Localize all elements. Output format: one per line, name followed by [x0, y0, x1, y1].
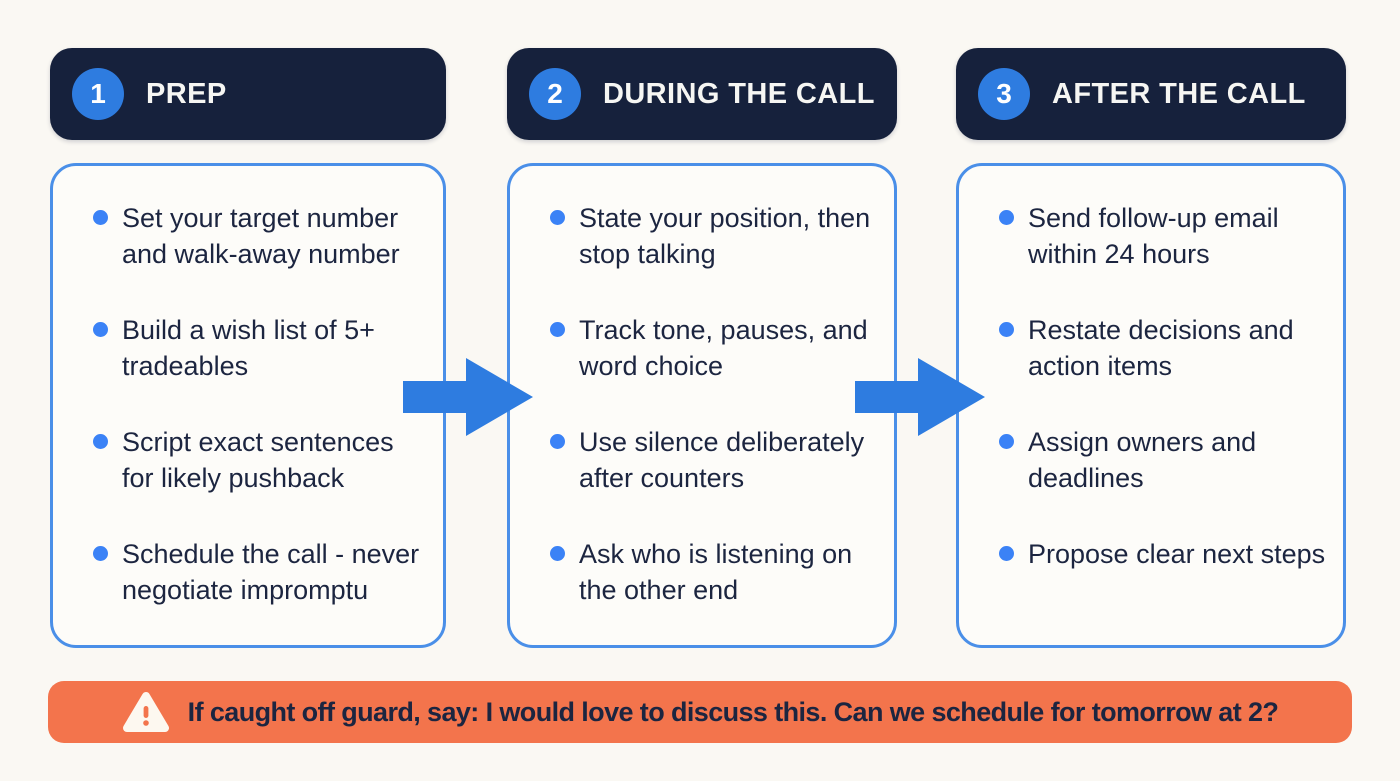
list-item: Ask who is listening on the other end	[550, 536, 880, 608]
list-item-text: Restate decisions and action items	[1028, 315, 1294, 381]
list-item: Restate decisions and action items	[999, 312, 1329, 384]
list-item: Use silence deliberately after counters	[550, 424, 880, 496]
list-item: Build a wish list of 5+ tradeables	[93, 312, 429, 384]
list-item: State your position, then stop talking	[550, 200, 880, 272]
bullet-dot-icon	[999, 210, 1014, 225]
list-item-text: State your position, then stop talking	[579, 203, 871, 269]
bullet-dot-icon	[999, 434, 1014, 449]
list-item-text: Send follow-up email within 24 hours	[1028, 203, 1279, 269]
step-column-after: 3 AFTER THE CALL Send follow-up email wi…	[956, 48, 1346, 648]
list-item-text: Set your target number and walk-away num…	[122, 203, 400, 269]
list-item-text: Script exact sentences for likely pushba…	[122, 427, 394, 493]
bullet-dot-icon	[550, 546, 565, 561]
list-item-text: Build a wish list of 5+ tradeables	[122, 315, 375, 381]
list-item: Schedule the call - never negotiate impr…	[93, 536, 429, 608]
step-card: Set your target number and walk-away num…	[50, 163, 446, 648]
step-column-during: 2 DURING THE CALL State your position, t…	[507, 48, 897, 648]
step-title: PREP	[146, 77, 227, 110]
step-title: DURING THE CALL	[603, 77, 875, 110]
list-item: Set your target number and walk-away num…	[93, 200, 429, 272]
bullet-dot-icon	[550, 322, 565, 337]
list-item-text: Assign owners and deadlines	[1028, 427, 1257, 493]
arrow-right-icon	[855, 358, 985, 436]
step-item-list: Send follow-up email within 24 hours Res…	[959, 166, 1343, 572]
list-item: Script exact sentences for likely pushba…	[93, 424, 429, 496]
list-item-text: Schedule the call - never negotiate impr…	[122, 539, 420, 605]
step-number-badge: 3	[978, 68, 1030, 120]
step-item-list: State your position, then stop talking T…	[510, 166, 894, 608]
bullet-dot-icon	[93, 434, 108, 449]
arrow-right-icon	[403, 358, 533, 436]
bullet-dot-icon	[999, 546, 1014, 561]
bullet-dot-icon	[550, 434, 565, 449]
list-item-text: Propose clear next steps	[1028, 539, 1326, 569]
step-item-list: Set your target number and walk-away num…	[53, 166, 443, 608]
list-item: Propose clear next steps	[999, 536, 1329, 572]
warning-text: If caught off guard, say: I would love t…	[187, 696, 1279, 727]
step-number-badge: 2	[529, 68, 581, 120]
step-column-prep: 1 PREP Set your target number and walk-a…	[50, 48, 446, 648]
step-title: AFTER THE CALL	[1052, 77, 1306, 110]
warning-banner: If caught off guard, say: I would love t…	[48, 681, 1352, 743]
bullet-dot-icon	[93, 546, 108, 561]
list-item: Track tone, pauses, and word choice	[550, 312, 880, 384]
list-item-text: Track tone, pauses, and word choice	[579, 315, 868, 381]
list-item: Assign owners and deadlines	[999, 424, 1329, 496]
step-header: 2 DURING THE CALL	[507, 48, 897, 140]
step-header: 3 AFTER THE CALL	[956, 48, 1346, 140]
list-item-text: Ask who is listening on the other end	[579, 539, 853, 605]
step-card: Send follow-up email within 24 hours Res…	[956, 163, 1346, 648]
step-card: State your position, then stop talking T…	[507, 163, 897, 648]
step-header: 1 PREP	[50, 48, 446, 140]
list-item: Send follow-up email within 24 hours	[999, 200, 1329, 272]
bullet-dot-icon	[93, 210, 108, 225]
list-item-text: Use silence deliberately after counters	[579, 427, 865, 493]
bullet-dot-icon	[93, 322, 108, 337]
step-number-badge: 1	[72, 68, 124, 120]
warning-triangle-icon	[122, 692, 169, 732]
bullet-dot-icon	[550, 210, 565, 225]
bullet-dot-icon	[999, 322, 1014, 337]
